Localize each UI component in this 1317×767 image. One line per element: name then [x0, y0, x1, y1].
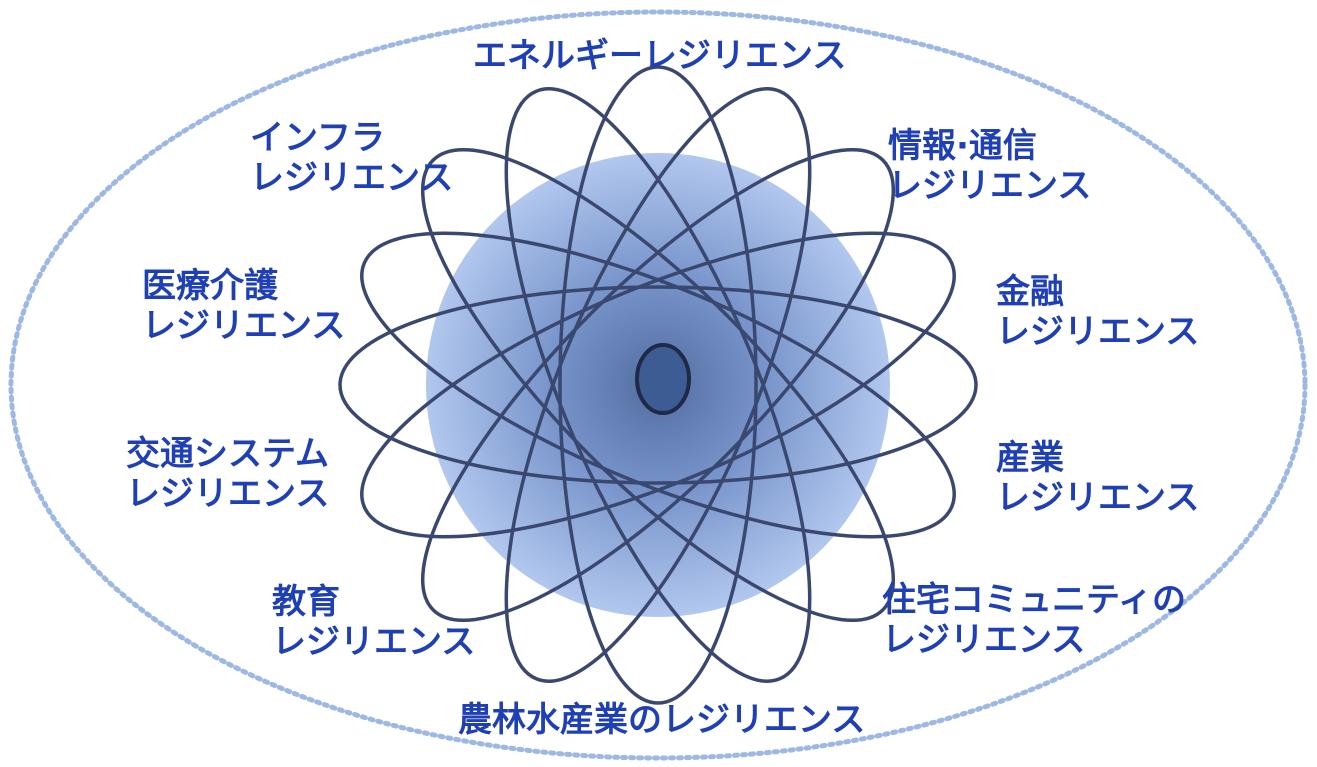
label-industry-line1: 産業: [996, 438, 1064, 478]
label-education: 教育 レジリエンス: [272, 582, 475, 662]
label-information-communication: 情報·通信 レジリエンス: [888, 126, 1091, 206]
petal-group: [338, 65, 978, 705]
center-hub: [635, 343, 691, 415]
label-housing-line1: 住宅コミュニティの: [882, 580, 1186, 620]
label-agriculture-forestry-fisheries: 農林水産業のレジリエンス: [458, 700, 865, 740]
petal-2: [420, 147, 896, 623]
label-finance-line2: レジリエンス: [996, 312, 1200, 352]
label-medical-care: 医療介護 レジリエンス: [142, 266, 345, 346]
label-medical-line1: 医療介護: [142, 266, 278, 306]
label-transport-line2: レジリエンス: [126, 474, 330, 514]
label-housing-community: 住宅コミュニティの レジリエンス: [882, 580, 1186, 660]
label-transport-system: 交通システム レジリエンス: [126, 434, 329, 514]
label-medical-line2: レジリエンス: [142, 306, 346, 346]
label-infrastructure-line2: レジリエンス: [250, 158, 454, 198]
petal-5: [360, 231, 956, 539]
petal-1: [504, 87, 812, 683]
label-industry: 産業 レジリエンス: [996, 438, 1199, 518]
outer-boundary-ellipse: [8, 9, 1308, 761]
petal-0: [558, 65, 758, 705]
label-education-line2: レジリエンス: [272, 622, 476, 662]
label-finance: 金融 レジリエンス: [996, 272, 1199, 352]
label-energy: エネルギーレジリエンス: [473, 36, 846, 76]
label-industry-line2: レジリエンス: [996, 478, 1200, 518]
label-infrastructure-line1: インフラ: [250, 118, 385, 158]
label-education-line1: 教育: [272, 582, 340, 622]
petal-3: [360, 231, 956, 539]
label-ict-line1: 情報·通信: [888, 126, 1037, 166]
label-housing-line2: レジリエンス: [882, 620, 1086, 660]
label-infrastructure: インフラ レジリエンス: [250, 118, 453, 198]
petal-7: [504, 87, 812, 683]
label-ict-line2: レジリエンス: [888, 166, 1092, 206]
label-energy-text: エネルギーレジリエンス: [473, 36, 847, 76]
petal-4: [338, 285, 978, 485]
label-finance-line1: 金融: [996, 272, 1064, 312]
petal-6: [420, 147, 896, 623]
label-transport-line1: 交通システム: [126, 434, 329, 474]
label-agriculture-text: 農林水産業のレジリエンス: [458, 700, 866, 740]
